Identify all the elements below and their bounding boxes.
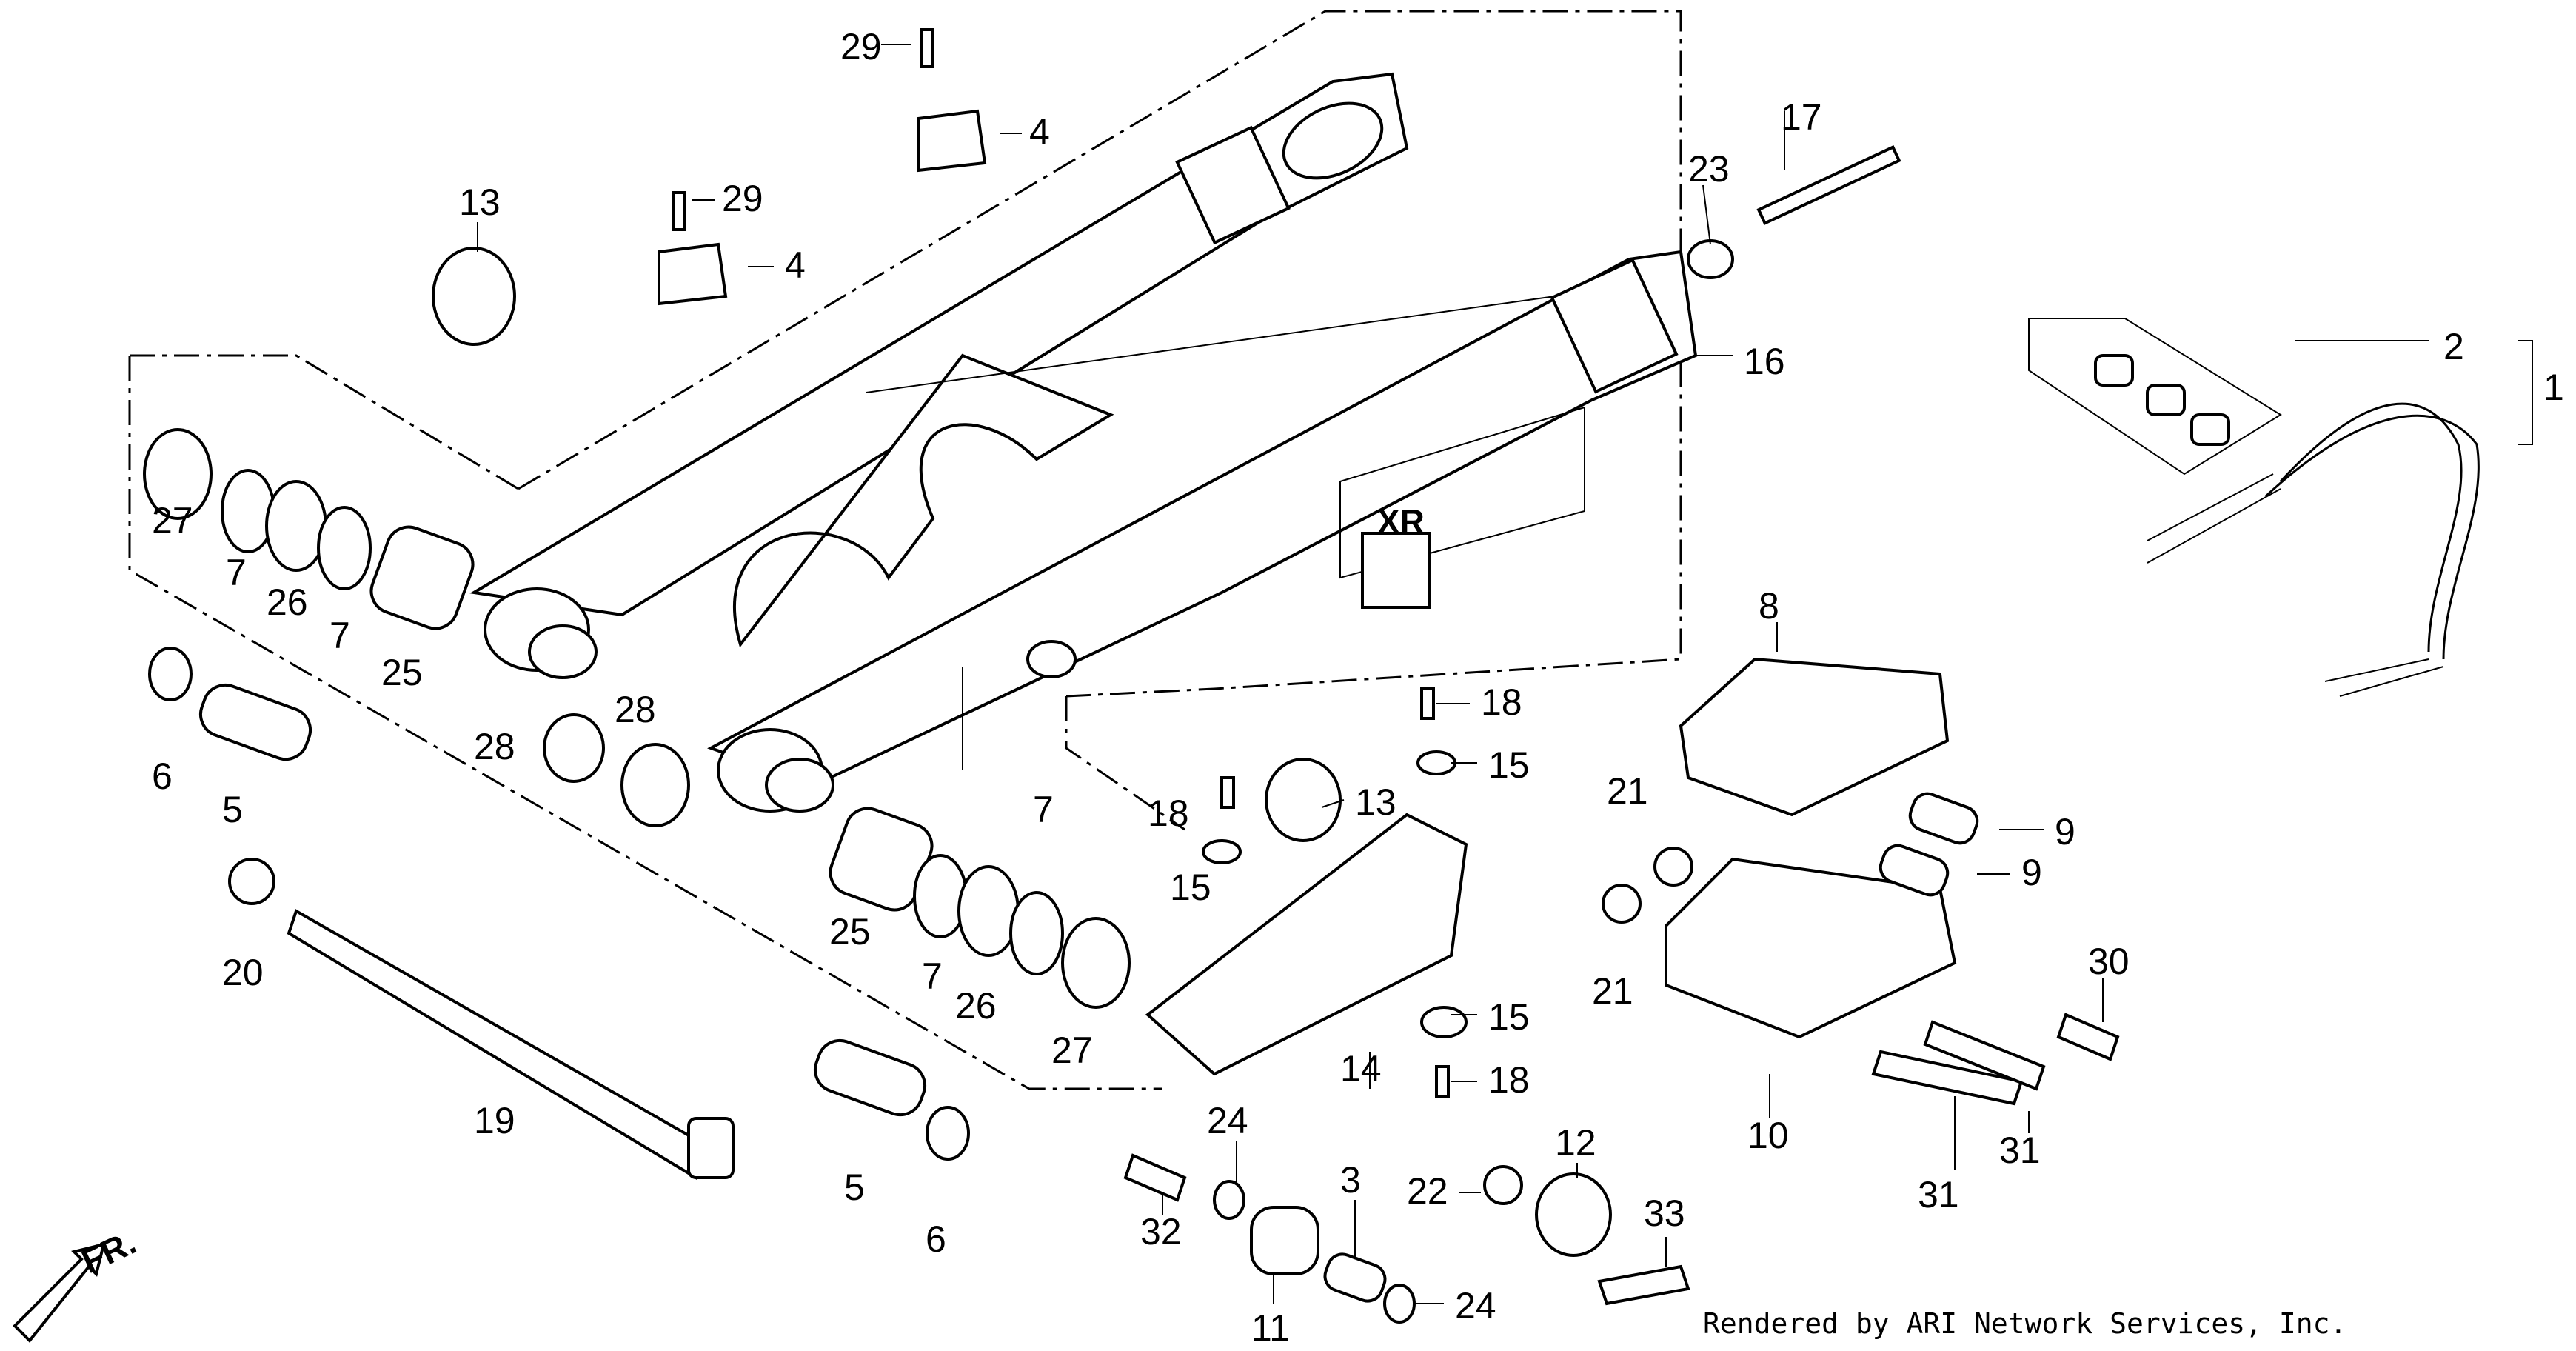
callout-12: 12 — [1555, 1122, 1596, 1164]
callout-21: 21 — [1592, 970, 1633, 1012]
front-direction: FR. — [13, 1223, 141, 1343]
callouts: 1 2 3 4 4 5 5 6 6 7 7 7 7 8 9 9 10 11 12… — [152, 26, 2564, 1349]
callout-31: 31 — [1999, 1130, 2041, 1171]
callout-28: 28 — [474, 726, 515, 767]
callout-7: 7 — [226, 552, 247, 593]
callout-21: 21 — [1607, 770, 1648, 812]
callout-24: 24 — [1455, 1285, 1496, 1327]
swingarm: XR — [469, 72, 1698, 813]
callout-6: 6 — [926, 1218, 946, 1260]
callout-29: 29 — [722, 178, 763, 219]
callout-2: 2 — [2443, 326, 2464, 367]
callout-30: 30 — [2088, 941, 2130, 982]
callout-8: 8 — [1759, 585, 1779, 627]
small-parts — [143, 109, 1901, 1180]
callout-14: 14 — [1340, 1048, 1382, 1090]
callout-1: 1 — [2543, 367, 2564, 408]
callout-4: 4 — [1029, 111, 1050, 153]
callout-10: 10 — [1747, 1115, 1789, 1156]
callout-27: 27 — [152, 500, 193, 541]
callout-13: 13 — [1355, 781, 1396, 823]
callout-26: 26 — [955, 985, 997, 1027]
callout-22: 22 — [1407, 1170, 1448, 1212]
callout-13: 13 — [459, 181, 501, 223]
callout-32: 32 — [1140, 1211, 1182, 1252]
leader-lines — [477, 44, 2533, 1304]
callout-33: 33 — [1644, 1192, 1685, 1234]
callout-25: 25 — [829, 911, 871, 953]
callout-28: 28 — [615, 689, 656, 730]
callout-15: 15 — [1488, 744, 1530, 786]
callout-11: 11 — [1251, 1307, 1290, 1349]
callout-7: 7 — [329, 615, 350, 656]
callout-15: 15 — [1488, 996, 1530, 1038]
callout-16: 16 — [1744, 341, 1785, 382]
callout-9: 9 — [2021, 852, 2042, 893]
callout-5: 5 — [222, 789, 243, 830]
callout-4: 4 — [785, 244, 806, 286]
credit-text: Rendered by ARI Network Services, Inc. — [1703, 1307, 2346, 1340]
callout-17: 17 — [1781, 96, 1822, 138]
callout-3: 3 — [1340, 1159, 1361, 1201]
callout-23: 23 — [1688, 148, 1730, 190]
callout-19: 19 — [474, 1100, 515, 1141]
callout-20: 20 — [222, 952, 264, 993]
chain-guides — [672, 28, 2120, 1324]
callout-9: 9 — [2055, 811, 2075, 853]
callout-18: 18 — [1481, 681, 1522, 723]
callout-7: 7 — [1033, 789, 1054, 830]
callout-24: 24 — [1207, 1100, 1248, 1141]
front-arrow-icon — [13, 1242, 106, 1343]
callout-7: 7 — [922, 955, 943, 997]
callout-25: 25 — [381, 652, 423, 693]
callout-5: 5 — [844, 1167, 865, 1208]
callout-15: 15 — [1170, 867, 1211, 908]
callout-29: 29 — [840, 26, 882, 67]
drive-chain — [2094, 354, 2480, 697]
callout-26: 26 — [267, 581, 308, 623]
callout-6: 6 — [152, 755, 173, 797]
callout-27: 27 — [1051, 1030, 1093, 1071]
callout-18: 18 — [1148, 793, 1189, 834]
callout-18: 18 — [1488, 1059, 1530, 1101]
callout-31: 31 — [1918, 1174, 1959, 1215]
